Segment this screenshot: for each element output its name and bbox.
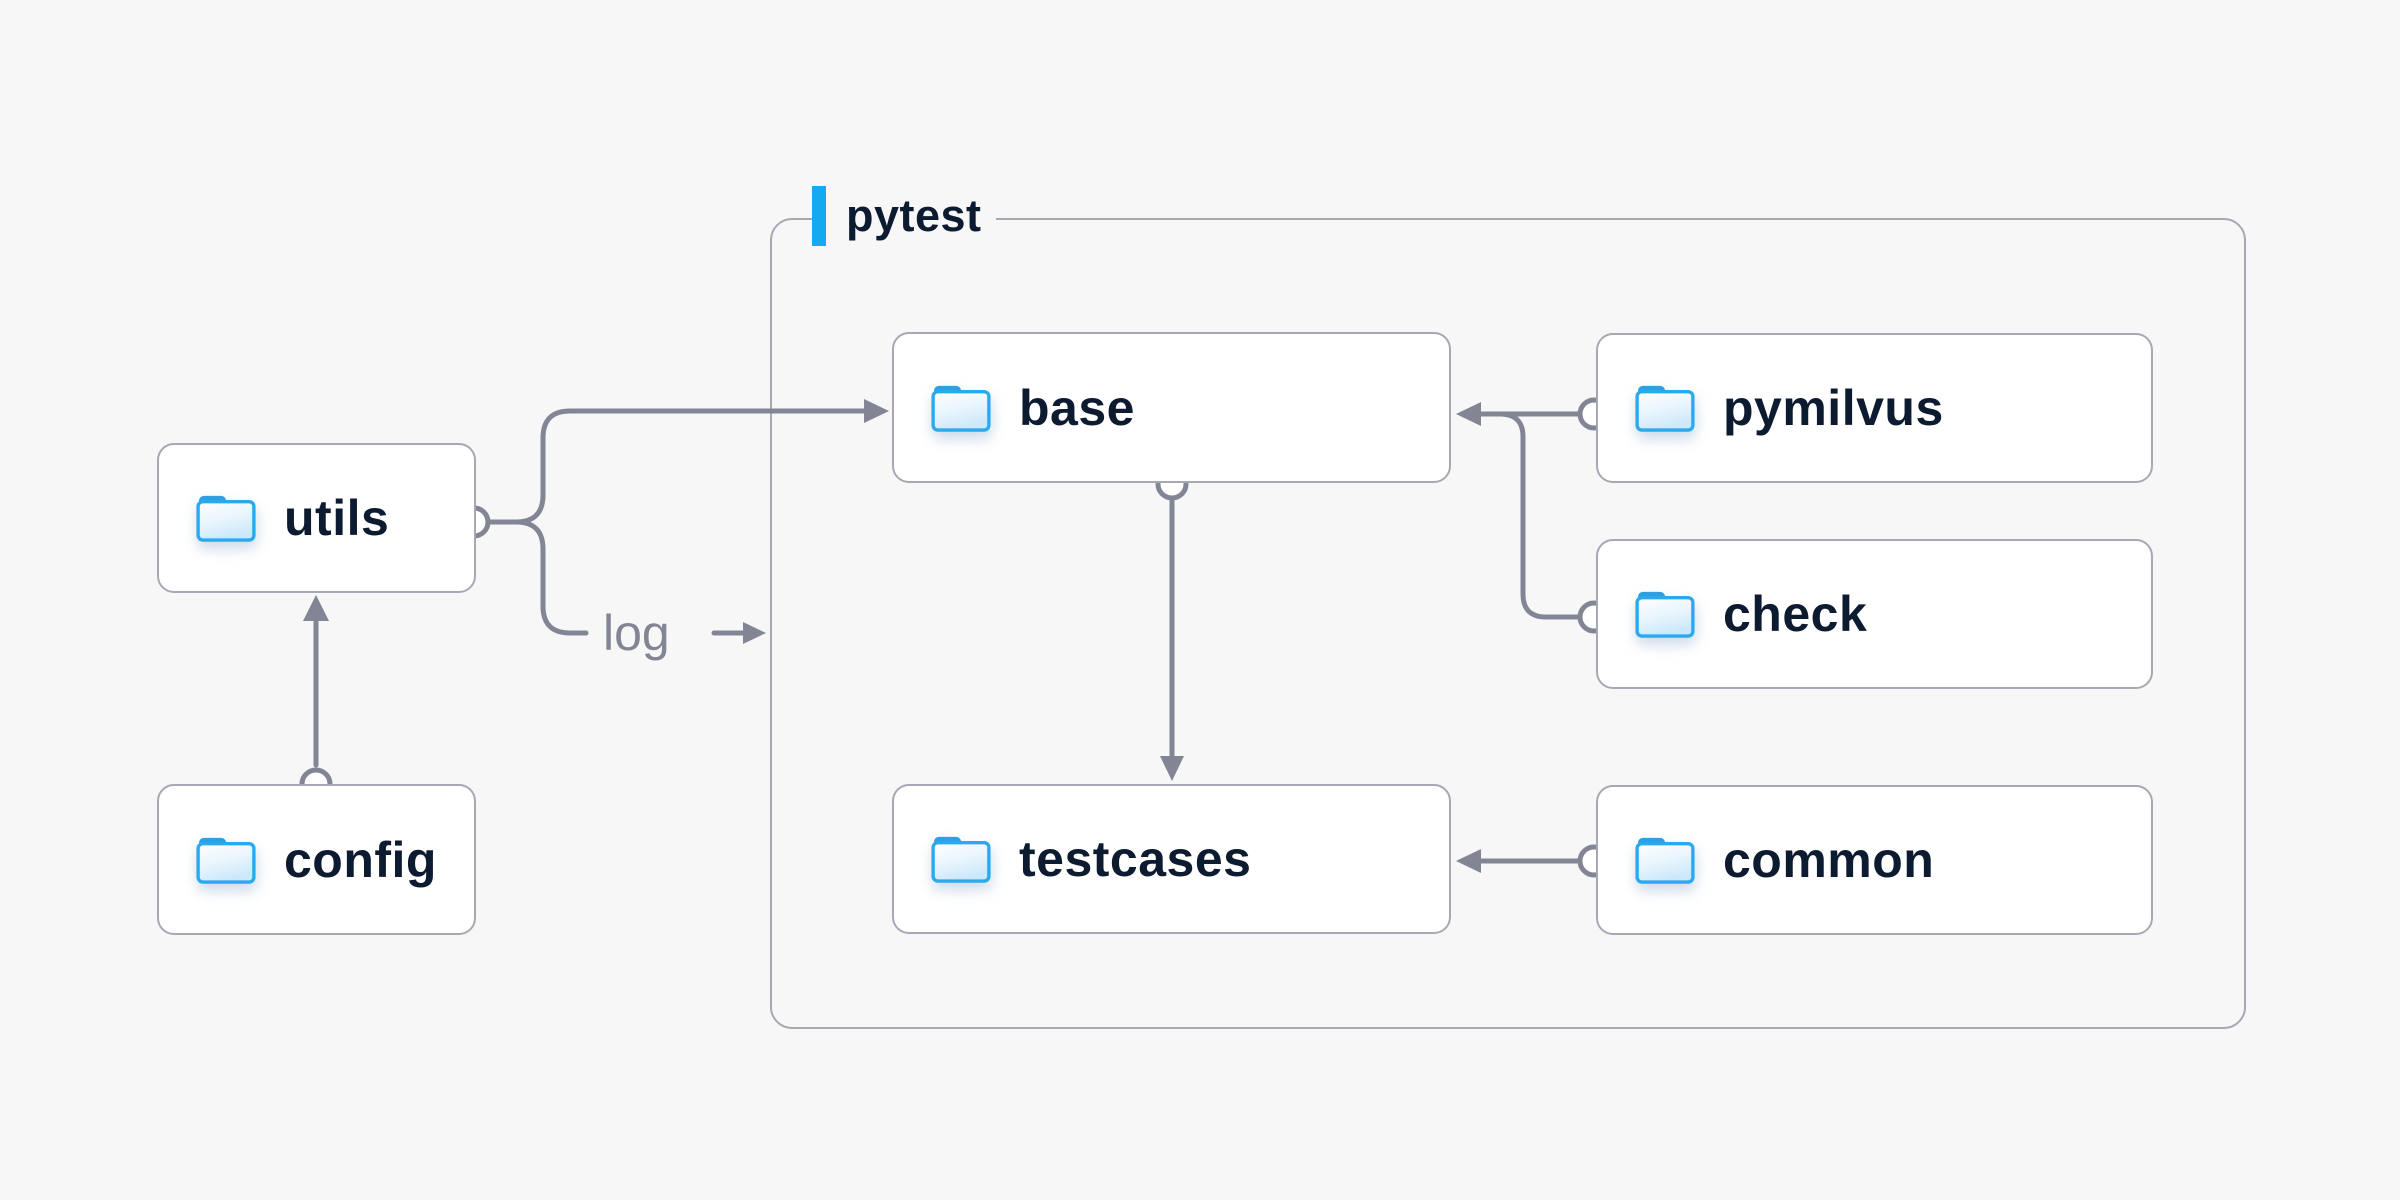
folder-icon [1634, 383, 1696, 433]
node-label: testcases [1019, 831, 1252, 887]
node-common[interactable]: common [1596, 785, 2153, 935]
folder-icon [195, 493, 257, 543]
node-utils[interactable]: utils [157, 443, 476, 593]
accent-bar [812, 186, 826, 246]
node-label: pymilvus [1723, 380, 1944, 436]
node-label: utils [284, 490, 390, 546]
log-edge-label: log [603, 605, 670, 661]
folder-icon [195, 835, 257, 885]
folder-icon [1634, 835, 1696, 885]
folder-icon [930, 383, 992, 433]
arrowhead-into-utils [303, 595, 329, 621]
node-label: common [1723, 832, 1935, 888]
group-label-text: pytest [846, 190, 982, 241]
edge-utils-log [488, 519, 589, 636]
node-pymilvus[interactable]: pymilvus [1596, 333, 2153, 483]
node-config[interactable]: config [157, 784, 476, 935]
node-label: base [1019, 379, 1135, 436]
folder-icon [930, 834, 992, 884]
node-testcases[interactable]: testcases [892, 784, 1451, 934]
node-base[interactable]: base [892, 332, 1451, 483]
pytest-group-label: pytest [812, 184, 996, 248]
node-label: config [284, 831, 437, 888]
node-label: check [1723, 586, 1868, 642]
node-check[interactable]: check [1596, 539, 2153, 689]
pytest-group-box [770, 218, 2246, 1029]
folder-icon [1634, 589, 1696, 639]
log-arrowhead [743, 622, 766, 644]
